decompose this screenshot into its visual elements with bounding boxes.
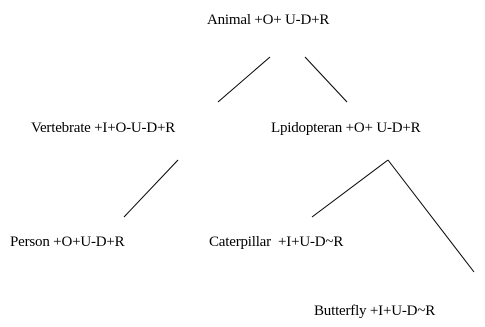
node-person: Person +O+U-D+R bbox=[10, 234, 125, 250]
node-lepidopteran: Lpidopteran +O+ U-D+R bbox=[271, 120, 421, 136]
edge-animal-lepidopteran bbox=[304, 56, 348, 103]
node-butterfly: Butterfly +I+U-D~R bbox=[314, 303, 435, 319]
edge-vertebrate-person bbox=[123, 159, 179, 218]
node-caterpillar: Caterpillar +I+U-D~R bbox=[209, 234, 344, 250]
edge-lepidopteran-caterpillar bbox=[311, 159, 389, 218]
node-vertebrate: Vertebrate +I+O-U-D+R bbox=[31, 120, 176, 136]
node-animal: Animal +O+ U-D+R bbox=[207, 12, 330, 28]
edge-lepidopteran-butterfly bbox=[387, 159, 475, 273]
edge-animal-vertebrate bbox=[217, 56, 271, 103]
